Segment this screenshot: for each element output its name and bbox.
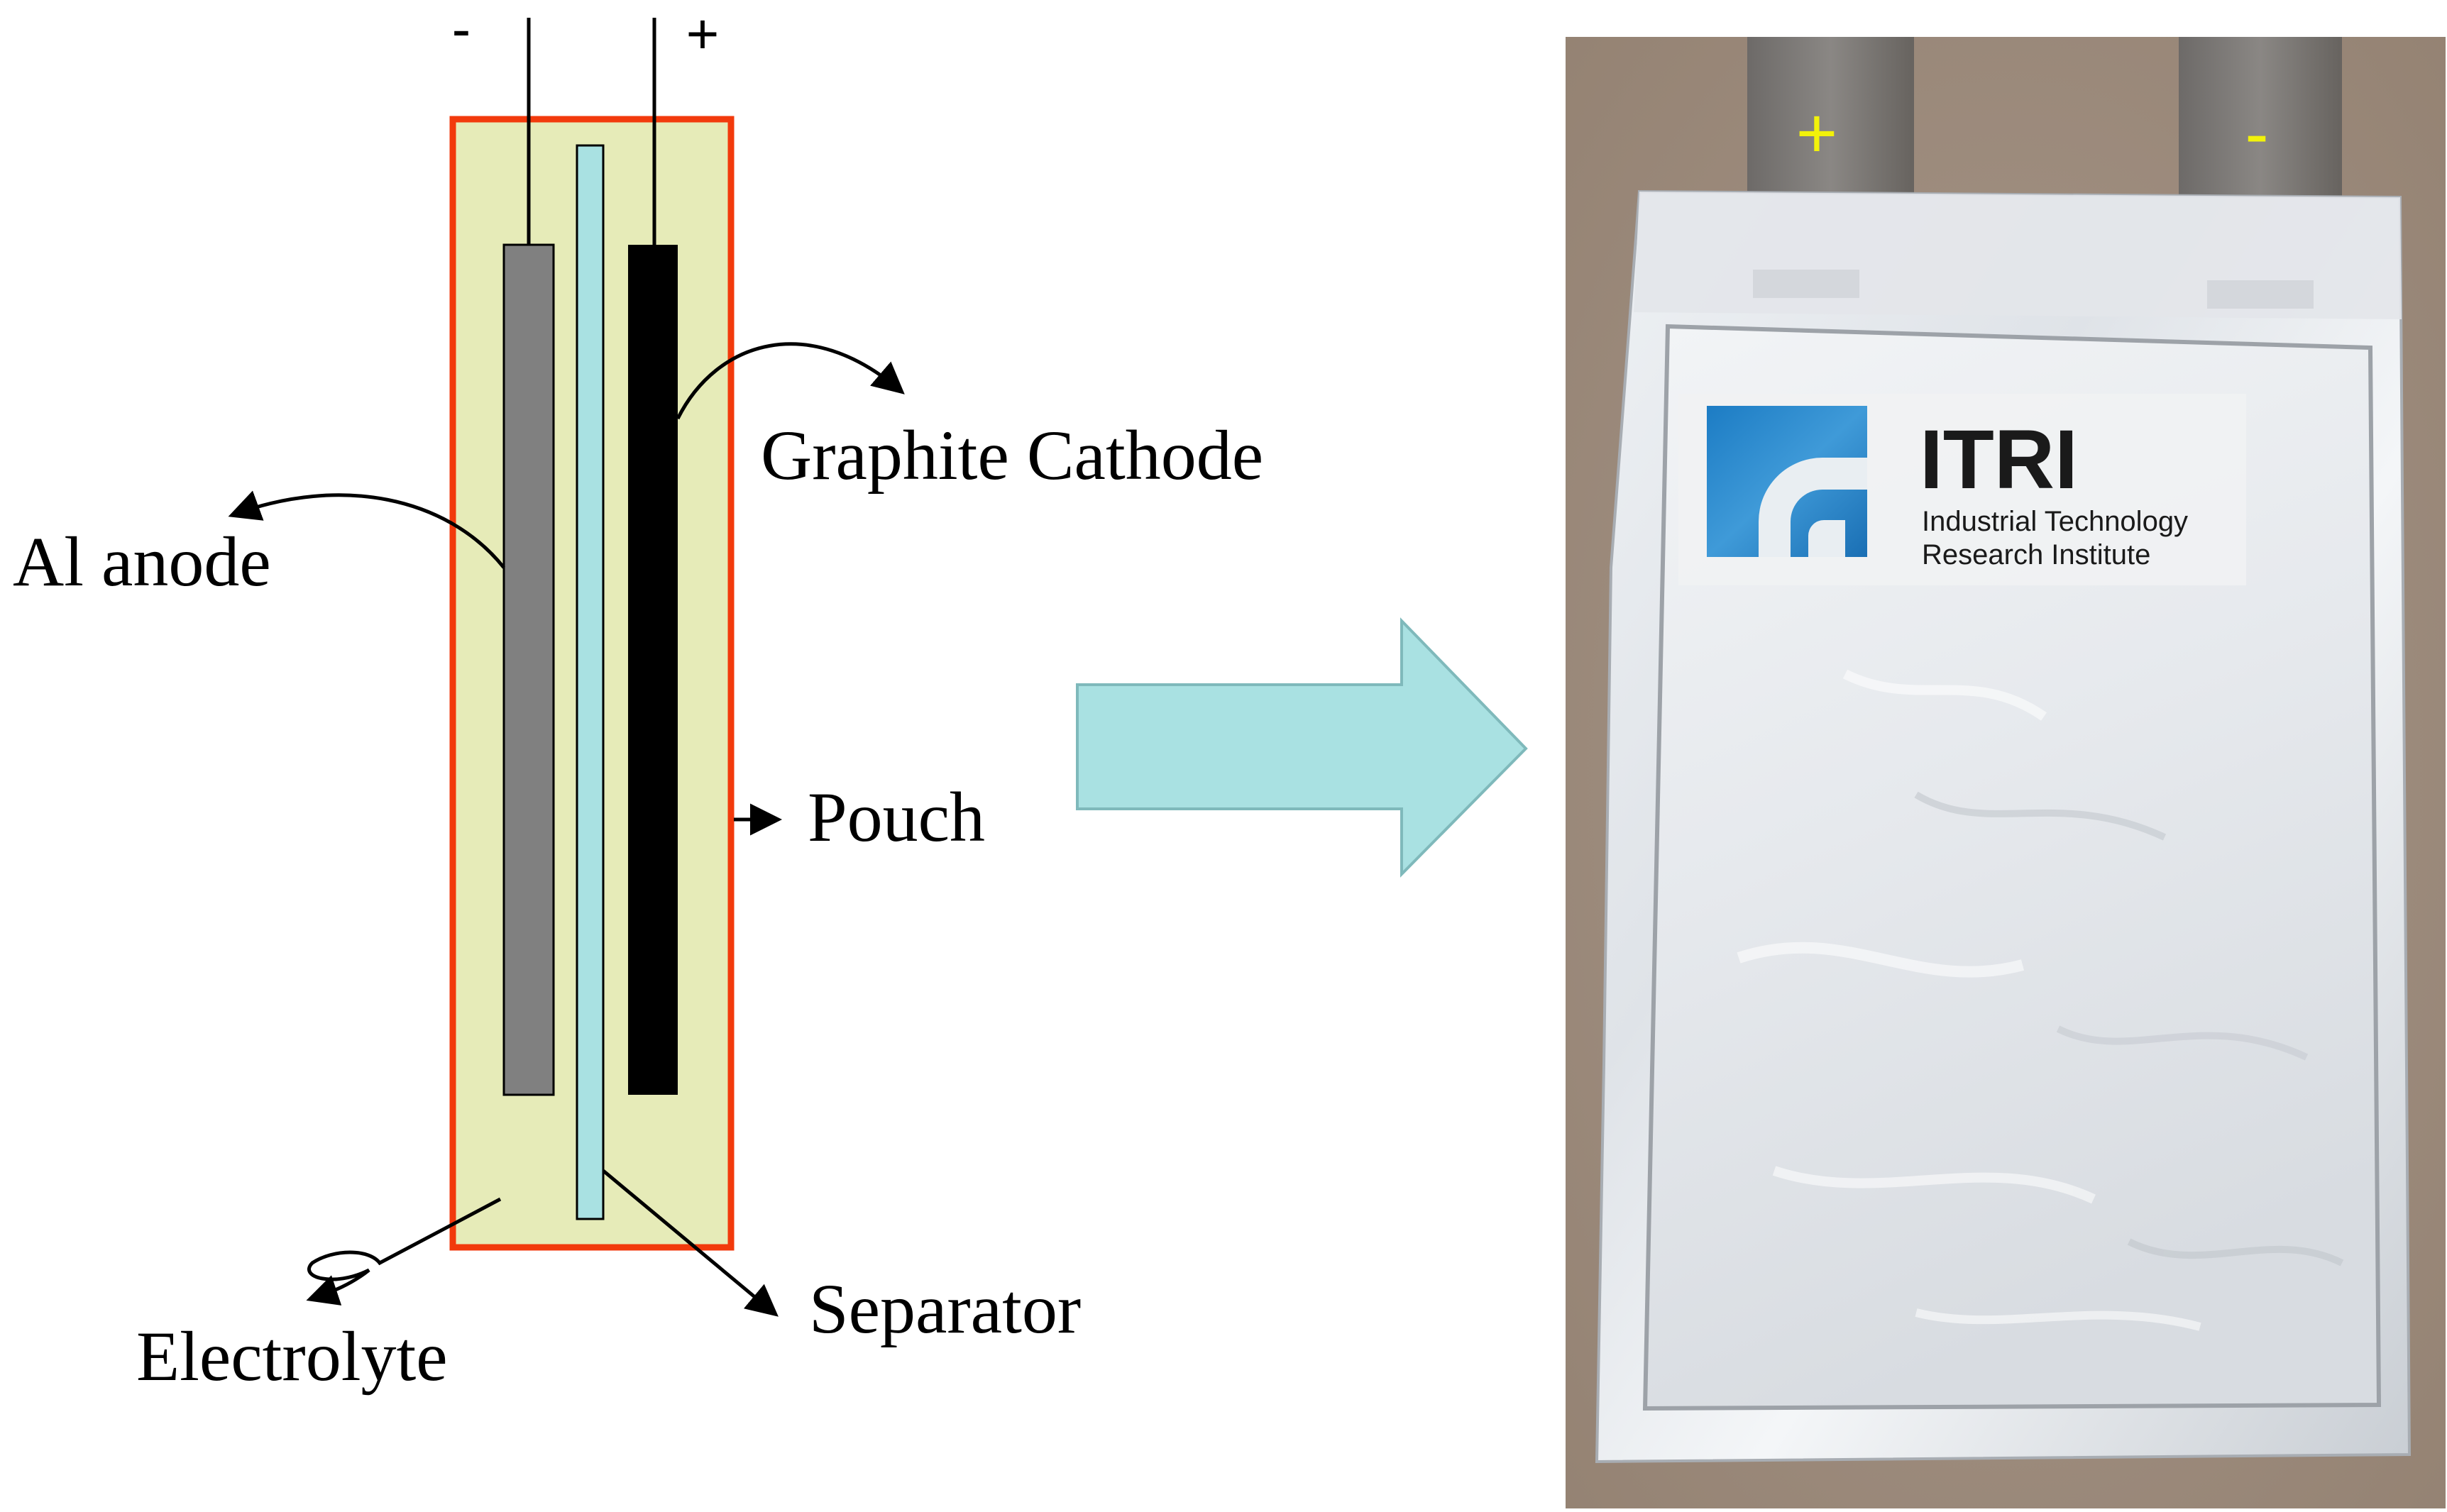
itri-label: ITRI Industrial Technology Research Inst… [1678,394,2246,585]
cell-schematic: - + Graphite Cathode Al anode Pouch Sepa… [13,0,1263,1396]
anode-leader-arrow [228,490,505,569]
transition-arrow [1076,617,1528,878]
graphite-cathode-label: Graphite Cathode [761,416,1263,495]
al-anode-label: Al anode [13,522,271,601]
pouch-inner-body [1642,324,2382,1411]
seal-texture-right [2207,280,2314,309]
foil-wrinkles [1737,669,2344,1331]
pouch-cell-photo: + - ITRI In [1566,37,2446,1508]
left-tab-sign: + [1796,94,1837,173]
itri-name-line1: Industrial Technology [1922,506,2188,537]
itri-logo-mark [1707,406,1867,557]
seal-texture-left [1753,270,1859,298]
al-anode-plate [502,243,555,1096]
pouch-label: Pouch [808,778,985,856]
negative-terminal-sign: - [452,0,471,60]
cathode-leader-arrow [676,342,905,420]
positive-terminal-sign: + [686,2,720,65]
separator-label: Separator [809,1269,1081,1348]
right-tab-sign: - [2245,94,2268,173]
itri-name-line2: Research Institute [1922,539,2150,570]
graphite-cathode-plate [628,245,678,1095]
separator-leader-arrow [602,1169,779,1317]
electrolyte-label: Electrolyte [136,1317,448,1396]
itri-title: ITRI [1920,413,2078,507]
electrolyte-leader-arrow [306,1197,502,1306]
separator-strip [576,144,605,1220]
